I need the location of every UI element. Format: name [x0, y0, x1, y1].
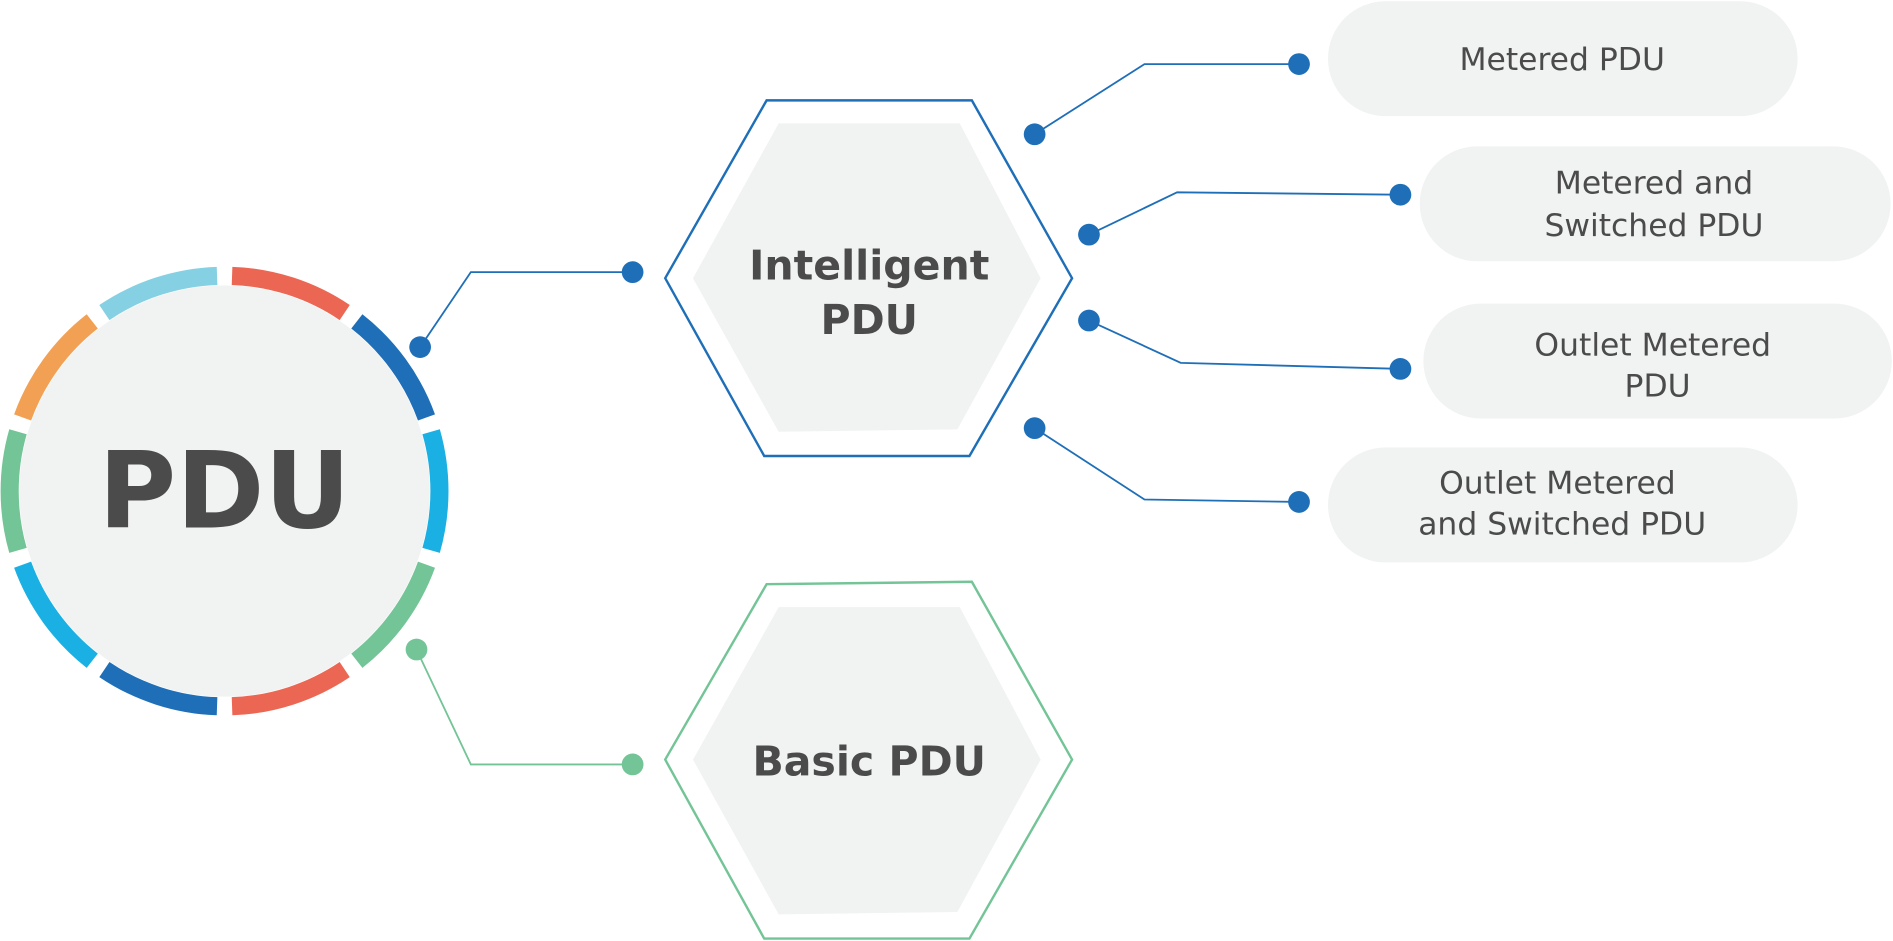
type-label-line: Outlet Metered	[1534, 328, 1771, 364]
hexagon-outline	[663, 580, 1074, 940]
root-ring	[0, 266, 449, 716]
connector-dot	[409, 336, 431, 359]
connector-dot	[1078, 223, 1100, 246]
type-label-line: Metered and	[1555, 165, 1753, 201]
type-outlet-metered-pdu[interactable]: Outlet Metered PDU	[1423, 303, 1892, 419]
connector-dot	[621, 753, 644, 776]
type-metered-pdu[interactable]: Metered PDU	[1327, 1, 1798, 117]
pill-background	[1419, 146, 1891, 262]
pill-background	[1423, 303, 1892, 419]
connector-dot	[621, 261, 644, 284]
connector-dot	[1023, 123, 1046, 146]
category-basic-pdu[interactable]: Basic PDU	[663, 580, 1074, 940]
pill-background	[1327, 1, 1798, 117]
hexagon-fill	[692, 607, 1041, 915]
ring-segment	[0, 429, 27, 553]
category-label-line: PDU	[820, 296, 917, 344]
connector-dot	[1288, 491, 1310, 513]
type-label-line: PDU	[1625, 369, 1691, 405]
connector-dot	[1389, 183, 1412, 206]
connector-type-4	[1023, 417, 1310, 513]
root-circle	[19, 285, 430, 697]
connector-root-basic	[405, 638, 644, 776]
ring-segment	[14, 561, 98, 668]
category-label-line: Basic PDU	[752, 737, 986, 785]
type-label-line: Metered PDU	[1459, 42, 1664, 78]
type-label-line: Outlet Metered	[1439, 465, 1676, 501]
ring-segment	[14, 314, 98, 421]
root-node: PDU	[0, 266, 449, 716]
connector-dot	[1288, 53, 1310, 75]
connector-type-3	[1078, 309, 1412, 380]
ring-segment	[351, 314, 435, 421]
category-label-line: Intelligent	[749, 241, 989, 289]
type-label-line: and Switched PDU	[1418, 507, 1706, 543]
connector-type-1	[1023, 53, 1310, 146]
hexagon-fill	[692, 123, 1041, 432]
type-label-line: Switched PDU	[1544, 208, 1763, 244]
type-metered-switched-pdu[interactable]: Metered and Switched PDU	[1419, 146, 1891, 262]
hexagon-outline	[663, 99, 1074, 458]
ring-segment	[99, 661, 218, 716]
connector-dot	[1023, 417, 1046, 440]
connector-dot	[1389, 358, 1412, 380]
ring-segment	[422, 429, 449, 553]
connector-dot	[1078, 309, 1100, 332]
type-outlet-metered-switched-pdu[interactable]: Outlet Metered and Switched PDU	[1327, 447, 1798, 563]
connector-dot	[405, 638, 428, 661]
pill-background	[1327, 447, 1798, 563]
ring-segment	[99, 266, 218, 321]
connector-type-2	[1078, 183, 1412, 246]
category-intelligent-pdu[interactable]: Intelligent PDU	[663, 99, 1074, 458]
root-label: PDU	[98, 429, 350, 553]
ring-segment	[231, 661, 350, 716]
ring-segment	[231, 266, 350, 321]
ring-segment	[351, 561, 435, 668]
connector-root-intelligent	[409, 261, 644, 359]
